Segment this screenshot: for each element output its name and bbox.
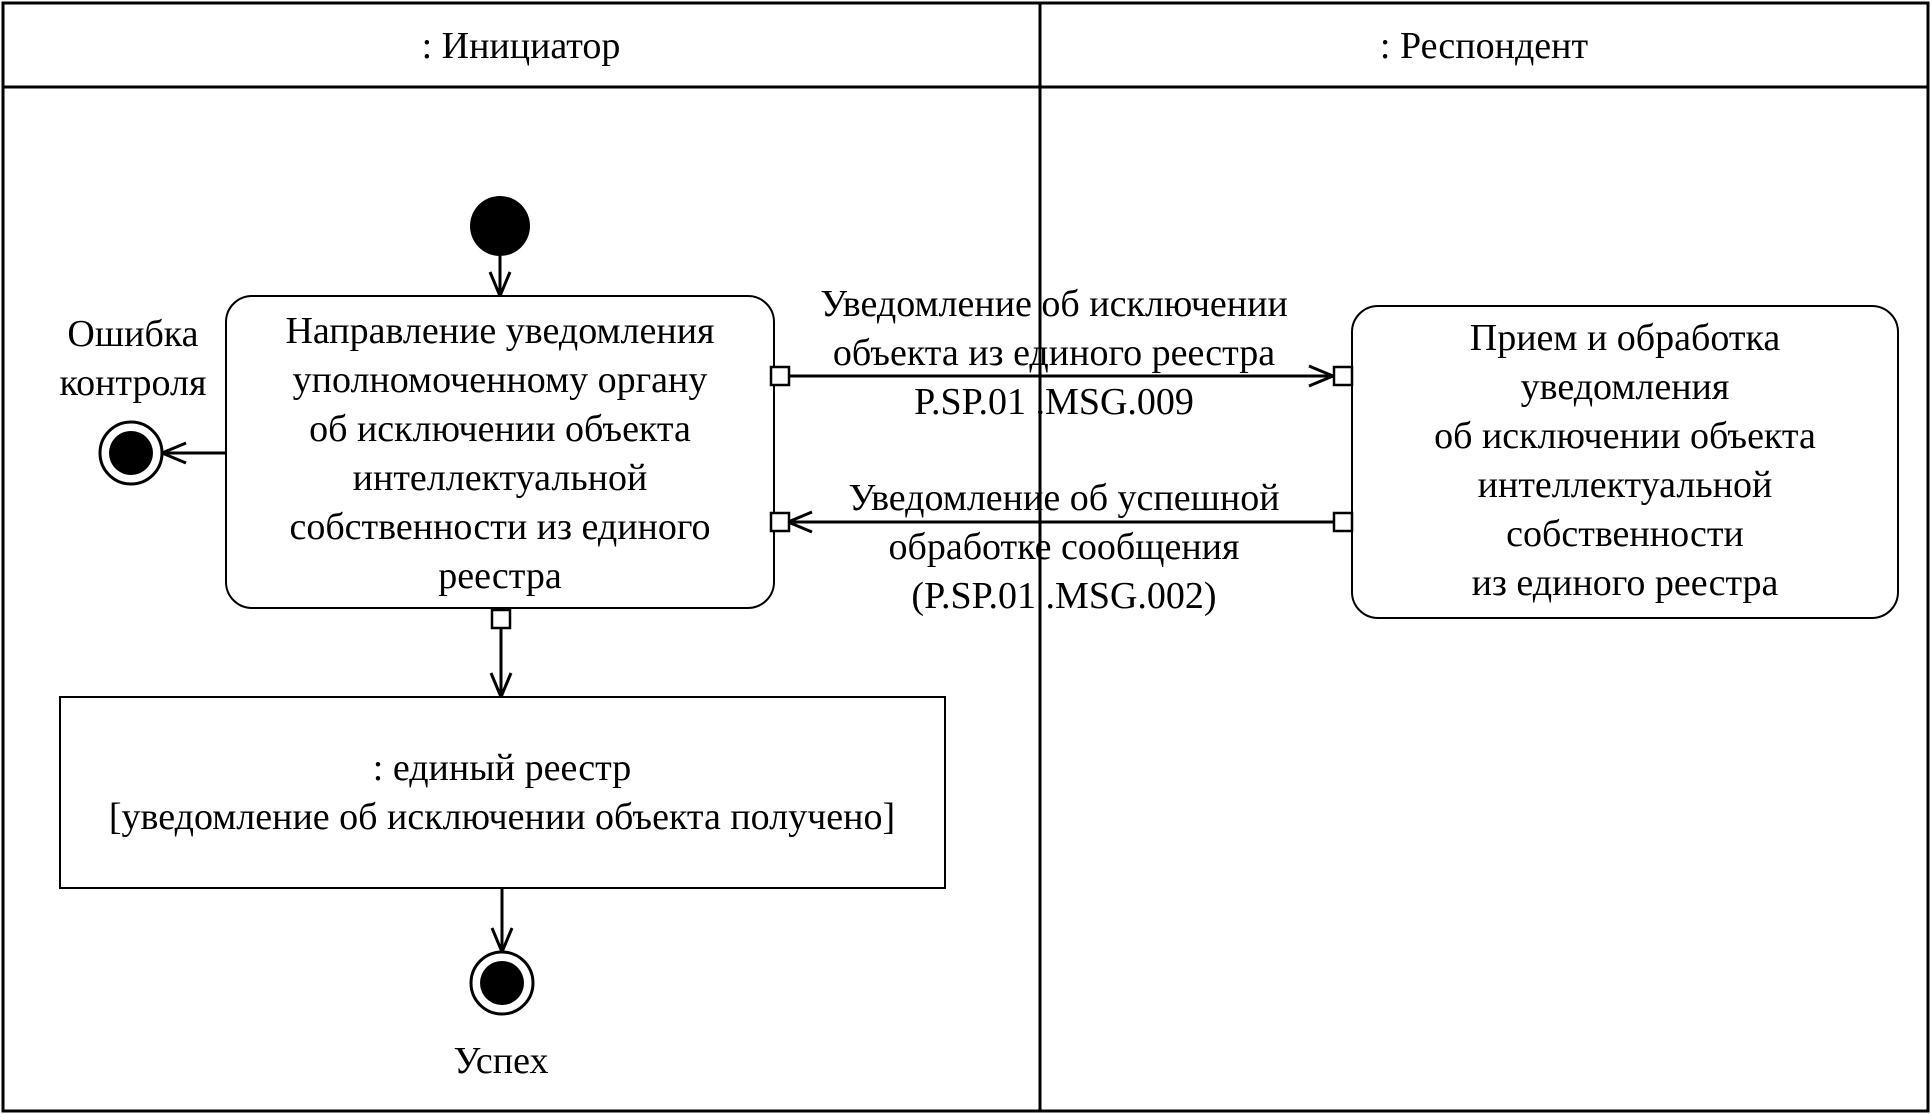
pin-request-out (769, 365, 791, 387)
pin-request-in (1332, 365, 1354, 387)
lane-title-initiator: : Инициатор (422, 25, 621, 67)
action-receive-line-2: уведомления (1521, 366, 1730, 408)
action-send-line-5: собственности из единого (289, 506, 710, 548)
action-receive-line-3: об исключении объекта (1434, 415, 1816, 457)
action-send-line-4: интеллектуальной (353, 457, 648, 499)
object-node-registry: : единый реестр [уведомление об исключен… (59, 696, 946, 889)
success-label: Успех (454, 1040, 549, 1082)
flow-request-label-3: P.SP.01 .MSG.009 (914, 381, 1194, 423)
pin-response-out (1332, 511, 1354, 533)
object-node-name: : единый реестр (373, 747, 631, 789)
final-node-error (98, 420, 164, 486)
flow-request-label-1: Уведомление об исключении (820, 283, 1288, 325)
flow-response (769, 511, 1354, 533)
flow-response-label-2: обработке сообщения (889, 526, 1240, 568)
final-node-success (469, 950, 535, 1016)
action-send-line-3: об исключении объекта (309, 408, 691, 450)
flow-request-label-2: объекта из единого реестра (833, 332, 1275, 374)
action-send-line-6: реестра (438, 555, 562, 597)
object-node-state: [уведомление об исключении объекта получ… (109, 796, 895, 838)
error-label-line-1: Ошибка (67, 313, 198, 355)
initial-node (470, 196, 530, 256)
pin-response-in (769, 511, 791, 533)
action-send-notification: Направление уведомления уполномоченному … (225, 295, 775, 609)
flow-request (769, 365, 1354, 387)
action-receive-line-5: собственности (1506, 513, 1744, 555)
pin-object-out (490, 608, 512, 630)
action-send-line-1: Направление уведомления (285, 310, 714, 352)
lane-title-respondent: : Респондент (1380, 25, 1589, 67)
action-receive-process: Прием и обработка уведомления об исключе… (1351, 305, 1899, 619)
error-label-line-2: контроля (60, 362, 207, 404)
action-receive-line-1: Прием и обработка (1470, 317, 1781, 359)
action-receive-line-4: интеллектуальной (1478, 464, 1773, 506)
action-receive-line-6: из единого реестра (1472, 562, 1779, 604)
action-send-line-2: уполномоченному органу (293, 359, 708, 401)
flow-response-label-1: Уведомление об успешной (848, 477, 1279, 519)
flow-response-label-3: (P.SP.01 .MSG.002) (911, 575, 1216, 617)
